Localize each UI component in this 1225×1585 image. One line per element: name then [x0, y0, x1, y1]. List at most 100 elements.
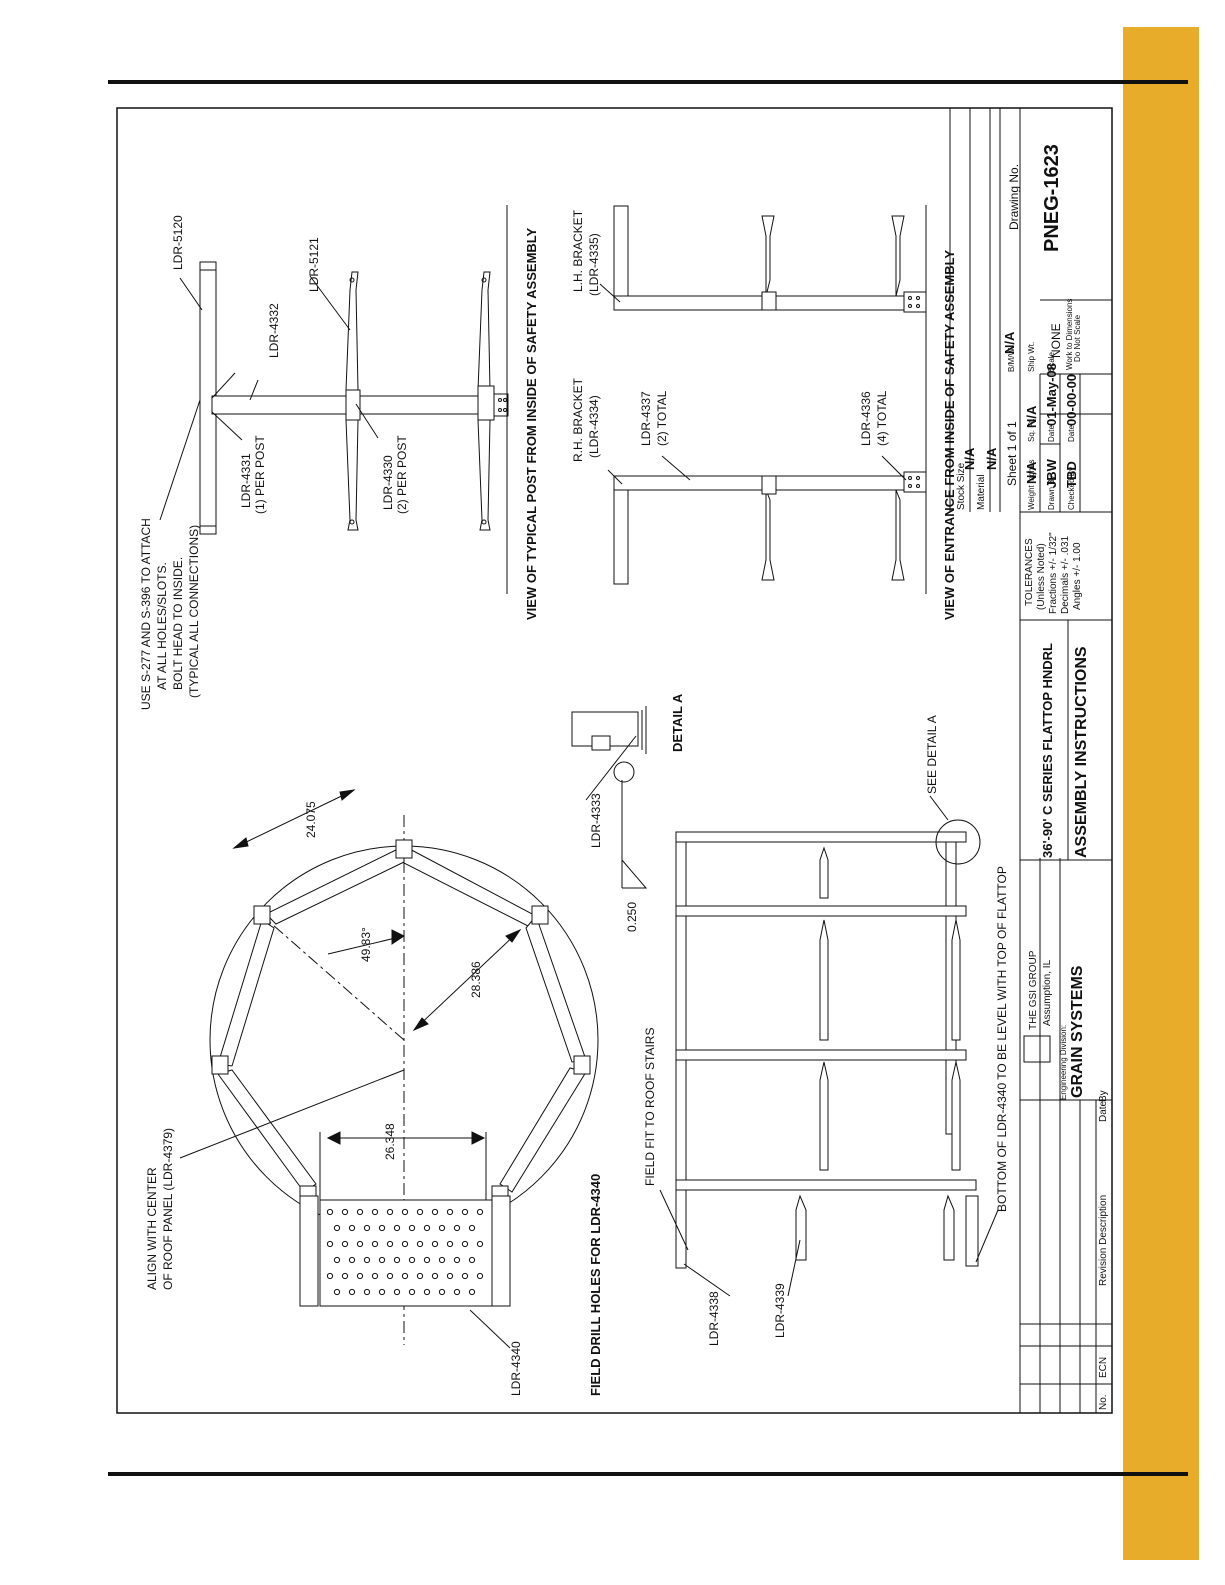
drawing-no-label: Drawing No. [1007, 164, 1021, 230]
perforation-hole [461, 1240, 469, 1248]
perforation-hole [468, 1288, 476, 1296]
perforation-hole [393, 1256, 401, 1264]
label-ldr5121: LDR-5121 [307, 237, 321, 292]
field-fit-note: FIELD FIT TO ROOF STAIRS [643, 1028, 657, 1186]
sheet-border [116, 107, 1113, 1414]
perforation-hole [326, 1240, 334, 1248]
dim-24075: 24.075 [304, 801, 318, 838]
dim-28386: 28.386 [469, 961, 483, 998]
perforation-hole [423, 1224, 431, 1232]
shipwt-label: Ship Wt. [1027, 342, 1036, 372]
perforation-hole [341, 1240, 349, 1248]
perforation-hole [386, 1272, 394, 1280]
sheet-number: Sheet 1 of 1 [1005, 421, 1019, 486]
checked-label: Checked By [1067, 467, 1076, 510]
perforation-hole [348, 1288, 356, 1296]
division-name: GRAIN SYSTEMS [1069, 965, 1086, 1098]
drawn-value: JBW [1044, 458, 1059, 488]
perforation-hole [333, 1224, 341, 1232]
perforation-hole [333, 1256, 341, 1264]
material-label: Material [976, 474, 987, 510]
perforation-hole [416, 1240, 424, 1248]
sqft-value: N/A [1024, 405, 1039, 428]
svg-text:USE S-277 AND S-396 TO ATTACH: USE S-277 AND S-396 TO ATTACH [139, 518, 153, 710]
perforation-hole [446, 1240, 454, 1248]
perforation-hole [393, 1288, 401, 1296]
scale-value: NONE [1049, 323, 1063, 358]
bmw-label: B/M/W [1007, 348, 1016, 372]
perforation-hole [408, 1224, 416, 1232]
align-note-1: ALIGN WITH CENTER [145, 1167, 159, 1290]
perforation-hole [386, 1208, 394, 1216]
tolerances-5: Angles +/- 1.00 [1072, 542, 1083, 610]
perforation-hole [468, 1224, 476, 1232]
perforation-hole [401, 1240, 409, 1248]
perforation-hole [438, 1224, 446, 1232]
rev-no: No. [1098, 1394, 1109, 1410]
perforation-hole [408, 1256, 416, 1264]
label-ldr4336-qty: (4) TOTAL [875, 390, 889, 446]
drawing-no: PNEG-1623 [1041, 144, 1063, 252]
tolerances-1: TOLERANCES [1024, 538, 1035, 606]
label-ldr4336: LDR-4336 [859, 391, 873, 446]
drawn-label: Drawn By [1047, 475, 1056, 510]
view-title-typical-post: VIEW OF TYPICAL POST FROM INSIDE OF SAFE… [524, 227, 539, 620]
perforation-hole [371, 1272, 379, 1280]
use-note-1: USE S-277 AND S-396 TO ATTACH [139, 518, 153, 710]
perforation-hole [446, 1208, 454, 1216]
perforation-hole [378, 1256, 386, 1264]
perforation-hole [401, 1208, 409, 1216]
see-detail-a: SEE DETAIL A [925, 715, 939, 794]
dim-26348: 26.348 [383, 1123, 397, 1160]
drawing-title-1: 36'-90' C SERIES FLATTOP HNDRL [1040, 643, 1055, 858]
typical-post-view [159, 205, 509, 594]
label-ldr4331-qty: (1) PER POST [253, 435, 267, 514]
perforation-hole [423, 1288, 431, 1296]
rev-description: Revision Description [1098, 1195, 1109, 1286]
checked-value: TBD [1064, 461, 1079, 488]
svg-text:AT ALL HOLES/SLOTS.: AT ALL HOLES/SLOTS. [155, 562, 169, 690]
label-ldr4340: LDR-4340 [509, 1341, 523, 1396]
tolerances-2: (Unless Noted) [1036, 543, 1047, 610]
perforation-hole [386, 1240, 394, 1248]
label-ldr4337-qty: (2) TOTAL [655, 390, 669, 446]
entrance-view [599, 205, 927, 594]
perforation-hole [453, 1288, 461, 1296]
perforation-hole [378, 1288, 386, 1296]
stock-size-label: Stock Size [956, 462, 967, 510]
perforation-hole [348, 1224, 356, 1232]
label-ldr4338: LDR-4338 [707, 1291, 721, 1346]
dim-4983: 49.83° [359, 927, 373, 962]
perforation-hole [476, 1208, 484, 1216]
perforation-hole [378, 1224, 386, 1232]
rev-by: By [1098, 1090, 1109, 1102]
perforation-hole [461, 1272, 469, 1280]
detail-a-title: DETAIL A [670, 693, 685, 752]
label-rh-bracket-part: (LDR-4334) [587, 395, 601, 458]
label-ldr4331: LDR-4331 [239, 453, 253, 508]
svg-text:(TYPICAL ALL CONNECTIONS): (TYPICAL ALL CONNECTIONS) [187, 525, 201, 698]
section-tab [1123, 27, 1199, 1560]
perforation-hole [341, 1272, 349, 1280]
top-rule [108, 80, 1188, 84]
tolerances-3: Fractions +/- 1/32" [1048, 532, 1059, 614]
label-ldr5120: LDR-5120 [171, 215, 185, 270]
label-ldr4339: LDR-4339 [773, 1283, 787, 1338]
plan-view [179, 789, 599, 1349]
weight-label: Weight Inches [1027, 459, 1036, 510]
weight-value: N/A [1024, 461, 1039, 484]
scale-label: Scale [1047, 351, 1056, 372]
label-lh-bracket-part: (LDR-4335) [587, 233, 601, 296]
work-note-2: Do Not Scale [1073, 314, 1082, 362]
perforation-hole [431, 1208, 439, 1216]
perforation-hole [333, 1288, 341, 1296]
date2-label: Date [1067, 425, 1076, 442]
label-ldr4333: LDR-4333 [589, 793, 603, 848]
perforation-hole [356, 1272, 364, 1280]
perforation-hole [341, 1208, 349, 1216]
use-note-4: (TYPICAL ALL CONNECTIONS) [187, 525, 201, 698]
perforation-hole [356, 1208, 364, 1216]
perforation-hole [438, 1256, 446, 1264]
field-drill-note: FIELD DRILL HOLES FOR LDR-4340 [588, 1174, 603, 1396]
